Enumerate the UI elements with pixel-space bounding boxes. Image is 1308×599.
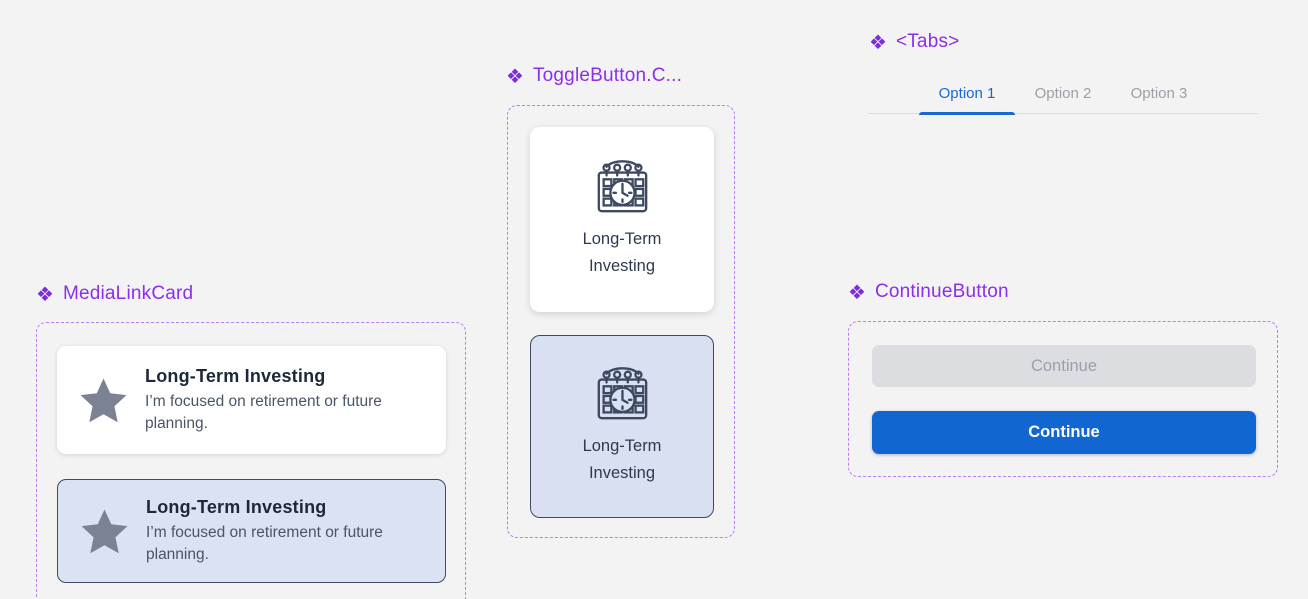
continue-button-disabled[interactable]: Continue bbox=[872, 345, 1256, 387]
media-card-description: I’m focused on retirement or future plan… bbox=[146, 523, 383, 563]
tab-label: Option 2 bbox=[1034, 85, 1092, 102]
media-card-text: Long-Term Investing I’m focused on retir… bbox=[145, 366, 426, 435]
calendar-clock-icon bbox=[589, 159, 655, 217]
toggle-button-selected[interactable]: Long-Term Investing bbox=[530, 335, 714, 518]
togglebutton-boundary: Long-Term Investing bbox=[507, 105, 735, 538]
star-icon bbox=[80, 377, 127, 423]
calendar-clock-icon bbox=[589, 366, 655, 424]
star-icon bbox=[81, 508, 128, 554]
component-header-medialinkcard: ❖ MediaLinkCard bbox=[36, 283, 193, 305]
tab-option-3[interactable]: Option 3 bbox=[1111, 79, 1207, 113]
tab-label: Option 1 bbox=[938, 85, 996, 102]
tab-label: Option 3 bbox=[1130, 85, 1188, 102]
component-title: ToggleButton.C... bbox=[532, 65, 683, 86]
medialinkcard-boundary: Long-Term Investing I’m focused on retir… bbox=[36, 322, 466, 599]
tab-option-2[interactable]: Option 2 bbox=[1015, 79, 1111, 113]
media-card-description: I’m focused on retirement or future plan… bbox=[145, 392, 382, 432]
component-diamond-icon: ❖ bbox=[848, 282, 866, 304]
tabs-bar: Option 1 Option 2 Option 3 bbox=[868, 79, 1258, 115]
media-card-title: Long-Term Investing bbox=[145, 365, 326, 386]
component-header-tabs: ❖ <Tabs> bbox=[869, 31, 959, 53]
media-link-card-selected[interactable]: Long-Term Investing I’m focused on retir… bbox=[57, 479, 446, 583]
component-title: MediaLinkCard bbox=[62, 283, 194, 304]
component-title: ContinueButton bbox=[874, 281, 1009, 302]
toggle-button-default[interactable]: Long-Term Investing bbox=[530, 127, 714, 312]
media-card-title: Long-Term Investing bbox=[146, 496, 327, 517]
component-header-togglebutton: ❖ ToggleButton.C... bbox=[506, 65, 682, 87]
continue-button-enabled[interactable]: Continue bbox=[872, 411, 1256, 454]
component-diamond-icon: ❖ bbox=[36, 284, 54, 306]
component-diamond-icon: ❖ bbox=[506, 66, 524, 88]
media-link-card-default[interactable]: Long-Term Investing I’m focused on retir… bbox=[57, 346, 446, 454]
component-diamond-icon: ❖ bbox=[869, 32, 887, 54]
component-header-continuebutton: ❖ ContinueButton bbox=[848, 281, 1009, 303]
continuebutton-boundary: Continue Continue bbox=[848, 321, 1278, 477]
toggle-button-label: Long-Term Investing bbox=[582, 230, 662, 275]
tab-option-1[interactable]: Option 1 bbox=[919, 79, 1015, 115]
media-card-text: Long-Term Investing I’m focused on retir… bbox=[146, 497, 425, 566]
component-title: <Tabs> bbox=[895, 31, 960, 52]
toggle-button-label: Long-Term Investing bbox=[582, 437, 662, 482]
